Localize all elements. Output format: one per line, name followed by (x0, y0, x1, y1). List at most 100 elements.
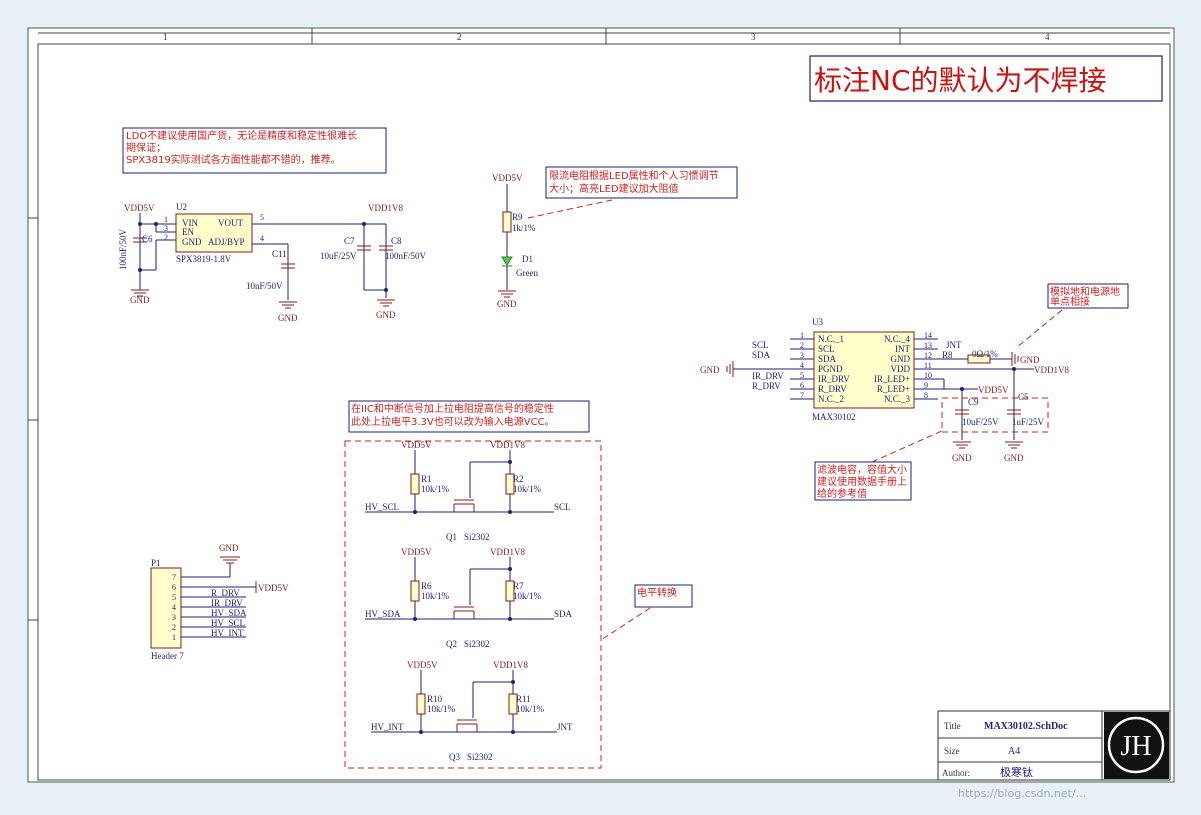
u2-pin-no-2: 2 (164, 233, 168, 242)
u3-pgnd-gnd-label: GND (700, 365, 720, 375)
c6-value: 100nF/50V (118, 228, 128, 270)
p1-pin-number: 4 (172, 603, 176, 612)
c9-designator: C9 (968, 397, 979, 407)
r8-value: 0Ω/1% (972, 349, 998, 359)
u3-pin-label-right: R_LED+ (877, 384, 910, 394)
p1-pin-number: 2 (172, 623, 176, 632)
u3-pin-number-right: 12 (924, 351, 932, 360)
u2-pin-en: EN (182, 227, 194, 237)
zone-number-3: 3 (751, 32, 756, 42)
u3-pin-number-right: 8 (924, 391, 928, 400)
shifter-r-lv-value: 10k/1% (513, 591, 542, 601)
p1-pin-signal: HV_INT (211, 628, 244, 638)
pullup-note-box (348, 400, 590, 433)
u3-pin-number-left: 4 (800, 361, 804, 370)
led-gnd-label: GND (497, 299, 517, 309)
c9-value: 10uF/25V (962, 417, 999, 427)
shifter-lv-rail: VDD1V8 (490, 440, 525, 450)
u3-pin-number-left: 5 (800, 371, 804, 380)
p1-pin-number: 6 (172, 583, 176, 592)
shifter-r-hv-designator: R1 (421, 474, 432, 484)
shifter-r-lv-designator: R2 (513, 474, 524, 484)
u3-pin-number-right: 9 (924, 381, 928, 390)
u3-pin-number-right: 14 (924, 331, 932, 340)
u2-pin-no-1: 1 (164, 215, 168, 224)
shifter-r-lv-value: 10k/1% (516, 704, 545, 714)
headline-note: 标注NC的默认为不焊接 (814, 64, 1107, 97)
u2-pin-gnd: GND (182, 237, 202, 247)
p1-gnd-label: GND (219, 543, 239, 553)
u3-pin-label-left: PGND (818, 364, 843, 374)
u2-designator: U2 (176, 202, 187, 212)
filter-note-line-3: 给的参考值 (817, 487, 867, 500)
u2-pin-vin: VIN (182, 218, 198, 228)
c9-gnd-label: GND (952, 453, 972, 463)
u3-pin-number-right: 13 (924, 341, 932, 350)
shifter-hv-rail: VDD5V (401, 440, 432, 450)
jh-logo-letters: JH (1120, 731, 1151, 762)
shifter-lv-net: JNT (557, 722, 573, 732)
filter-cap-highlight (941, 397, 1049, 433)
title-block: Title MAX30102.SchDoc Size A4 Author: 极寒… (937, 710, 1171, 781)
title-label: Title (944, 721, 961, 731)
u2-pin-no-3: 3 (164, 224, 168, 233)
p1-vdd-label: VDD5V (258, 583, 289, 593)
shifter-q-part: Si2302 (464, 532, 490, 542)
p1-pin-signal: R_DRV (211, 588, 240, 598)
shifter-hv-net: HV_INT (371, 722, 404, 732)
p1-pin-signal: HV_SCL (211, 618, 245, 628)
ldo-gnd-label: GND (130, 295, 150, 305)
filter-note-box (814, 461, 912, 501)
u3-int-net: JNT (946, 340, 962, 350)
u3-pin-label-right: IR_LED+ (874, 374, 910, 384)
shifter-lv-rail: VDD1V8 (493, 660, 528, 670)
c8-designator: C8 (391, 236, 402, 246)
ldo-vin-net-label: VDD5V (124, 203, 155, 213)
u3-vdd-net: VDD1V8 (1034, 365, 1069, 375)
ldo-note-box (122, 127, 387, 174)
size-label: Size (944, 746, 960, 756)
u3-pin-label-left: R_DRV (818, 384, 847, 394)
shifter-r-lv-value: 10k/1% (513, 484, 542, 494)
u3-pin-label-left: SDA (818, 354, 837, 364)
ground-note-box (1047, 283, 1129, 309)
u3-pin-label-left: N.C._2 (818, 394, 844, 404)
u3-pin-number-left: 7 (800, 391, 804, 400)
u3-pin-label-right: N.C._3 (884, 394, 911, 404)
c11-gnd-label: GND (278, 313, 298, 323)
p1-pin-signal: HV_SDA (211, 608, 247, 618)
ldo-vout-net-label: VDD1V8 (368, 203, 403, 213)
shifter-hv-rail: VDD5V (407, 660, 438, 670)
shifter-lv-rail: VDD1V8 (490, 547, 525, 557)
r9-designator: R9 (512, 212, 523, 222)
u2-pin-vout: VOUT (218, 218, 243, 228)
ldo-note-line-3: SPX3819实际测试各方面性能都不错的，推荐。 (126, 153, 341, 166)
u3-designator: U3 (812, 317, 823, 327)
d1-designator: D1 (522, 254, 533, 264)
pullup-note-line-1: 在IIC和中断信号加上拉电阻提高信号的稳定性 (351, 402, 554, 415)
u2-pin-no-4: 4 (260, 234, 264, 243)
shifter-hv-net: HV_SCL (365, 502, 399, 512)
u3-pin-label-left: N.C._1 (818, 334, 844, 344)
p1-pin-number: 5 (172, 593, 176, 602)
shifter-q-designator: Q2 (446, 639, 457, 649)
zone-number-1: 1 (163, 32, 168, 42)
r8-designator: R8 (942, 350, 953, 360)
zone-number-2: 2 (457, 32, 462, 42)
u2-pin-no-5: 5 (260, 213, 264, 222)
zone-number-4: 4 (1045, 32, 1050, 42)
filter-note-line-1: 滤波电容，容值大小 (817, 463, 907, 476)
shifter-r-lv-designator: R11 (516, 694, 531, 704)
u3-r-drv-net: R_DRV (752, 381, 781, 391)
shifter-r-hv-value: 10k/1% (421, 591, 450, 601)
u3-pin-label-right: GND (891, 354, 911, 364)
p1-pin-number: 7 (172, 573, 176, 582)
shifter-q-part: Si2302 (464, 639, 490, 649)
c5-designator: C5 (1018, 392, 1029, 402)
u3-pin-label-right: VDD (891, 364, 911, 374)
p1-pin-signal: IR_DRV (211, 598, 243, 608)
led-note-line-1: 限流电阻根据LED属性和个人习惯调节 (549, 169, 719, 182)
